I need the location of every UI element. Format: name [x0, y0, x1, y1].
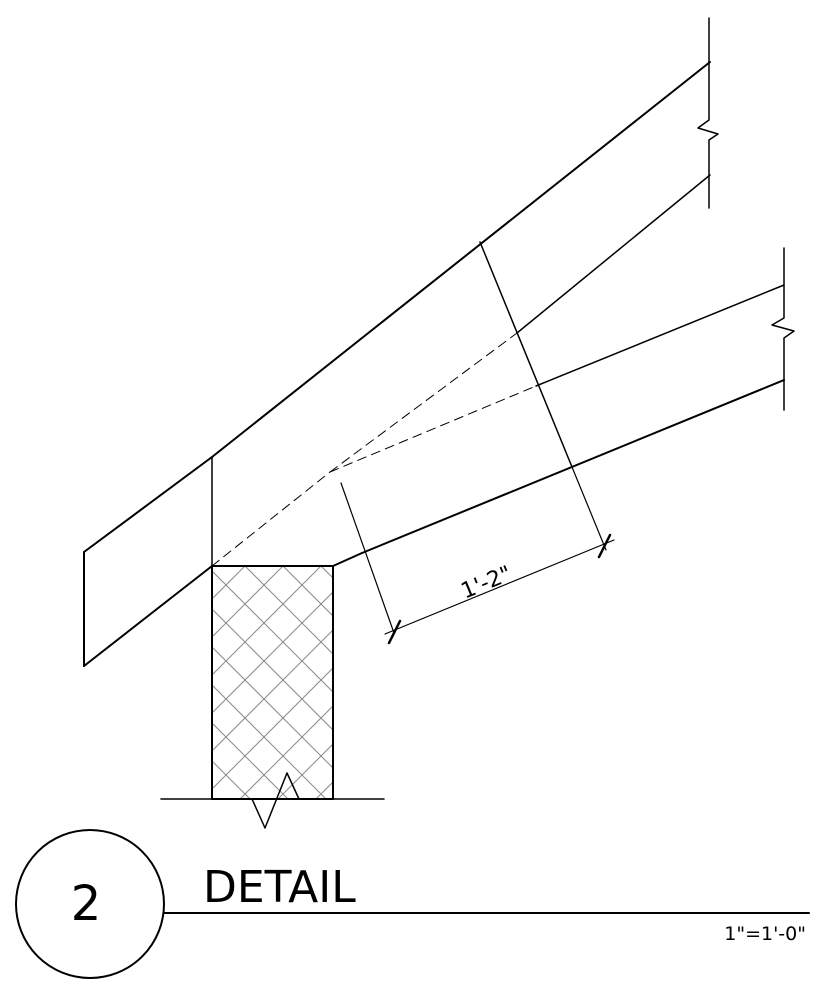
dimension-label: 1'-2" — [458, 562, 516, 605]
title-block: 2 DETAIL 1"=1'-0" — [15, 829, 810, 979]
hatch-line — [212, 608, 333, 731]
hatch-line — [212, 667, 333, 790]
tick-mark-left — [387, 619, 402, 645]
detail-number-bubble — [15, 829, 165, 979]
hatch-line — [0, 566, 207, 799]
hatch-line — [549, 566, 782, 799]
hatch-line — [239, 705, 333, 799]
hatch-line — [212, 722, 289, 799]
hatch-line — [212, 760, 251, 799]
hatch-line — [277, 743, 333, 799]
tick-mark-right — [597, 533, 612, 559]
ground-break-line — [160, 772, 385, 829]
scale-label: 1"=1'-0" — [724, 923, 806, 945]
hatch-line — [315, 781, 333, 799]
hatch-line — [212, 684, 327, 799]
hatch-line — [212, 566, 246, 600]
hatch-line — [212, 629, 333, 752]
hatch-line — [212, 646, 333, 769]
upper-break-line — [697, 17, 719, 209]
hatch-line — [212, 566, 284, 638]
hatch-line — [0, 566, 55, 799]
hatch-line — [212, 798, 213, 799]
hatch-line — [397, 566, 630, 799]
hatch-line — [0, 566, 93, 799]
hatch-line — [244, 566, 333, 655]
hatch-line — [212, 570, 333, 693]
masonry-wall — [0, 565, 782, 800]
hidden-lines — [211, 332, 537, 567]
hatch-line — [0, 566, 17, 799]
hatch-line — [0, 566, 131, 799]
hatch-line — [212, 566, 322, 676]
hatch-line — [511, 566, 744, 799]
hatch-line — [473, 566, 706, 799]
extension-line-right — [571, 466, 607, 551]
wall-crosshatch — [0, 566, 782, 799]
hatch-line — [320, 566, 333, 579]
hatch-line — [212, 591, 333, 714]
hatch-line — [282, 566, 333, 617]
dimension-line — [384, 539, 615, 635]
upper-rafter — [83, 61, 711, 667]
extension-line-left — [340, 482, 395, 634]
lower-member — [332, 284, 785, 567]
dimension: 1'-2" — [340, 466, 615, 645]
detail-title: DETAIL — [203, 862, 356, 913]
lower-break-line — [771, 247, 795, 411]
detail-number: 2 — [71, 876, 102, 932]
